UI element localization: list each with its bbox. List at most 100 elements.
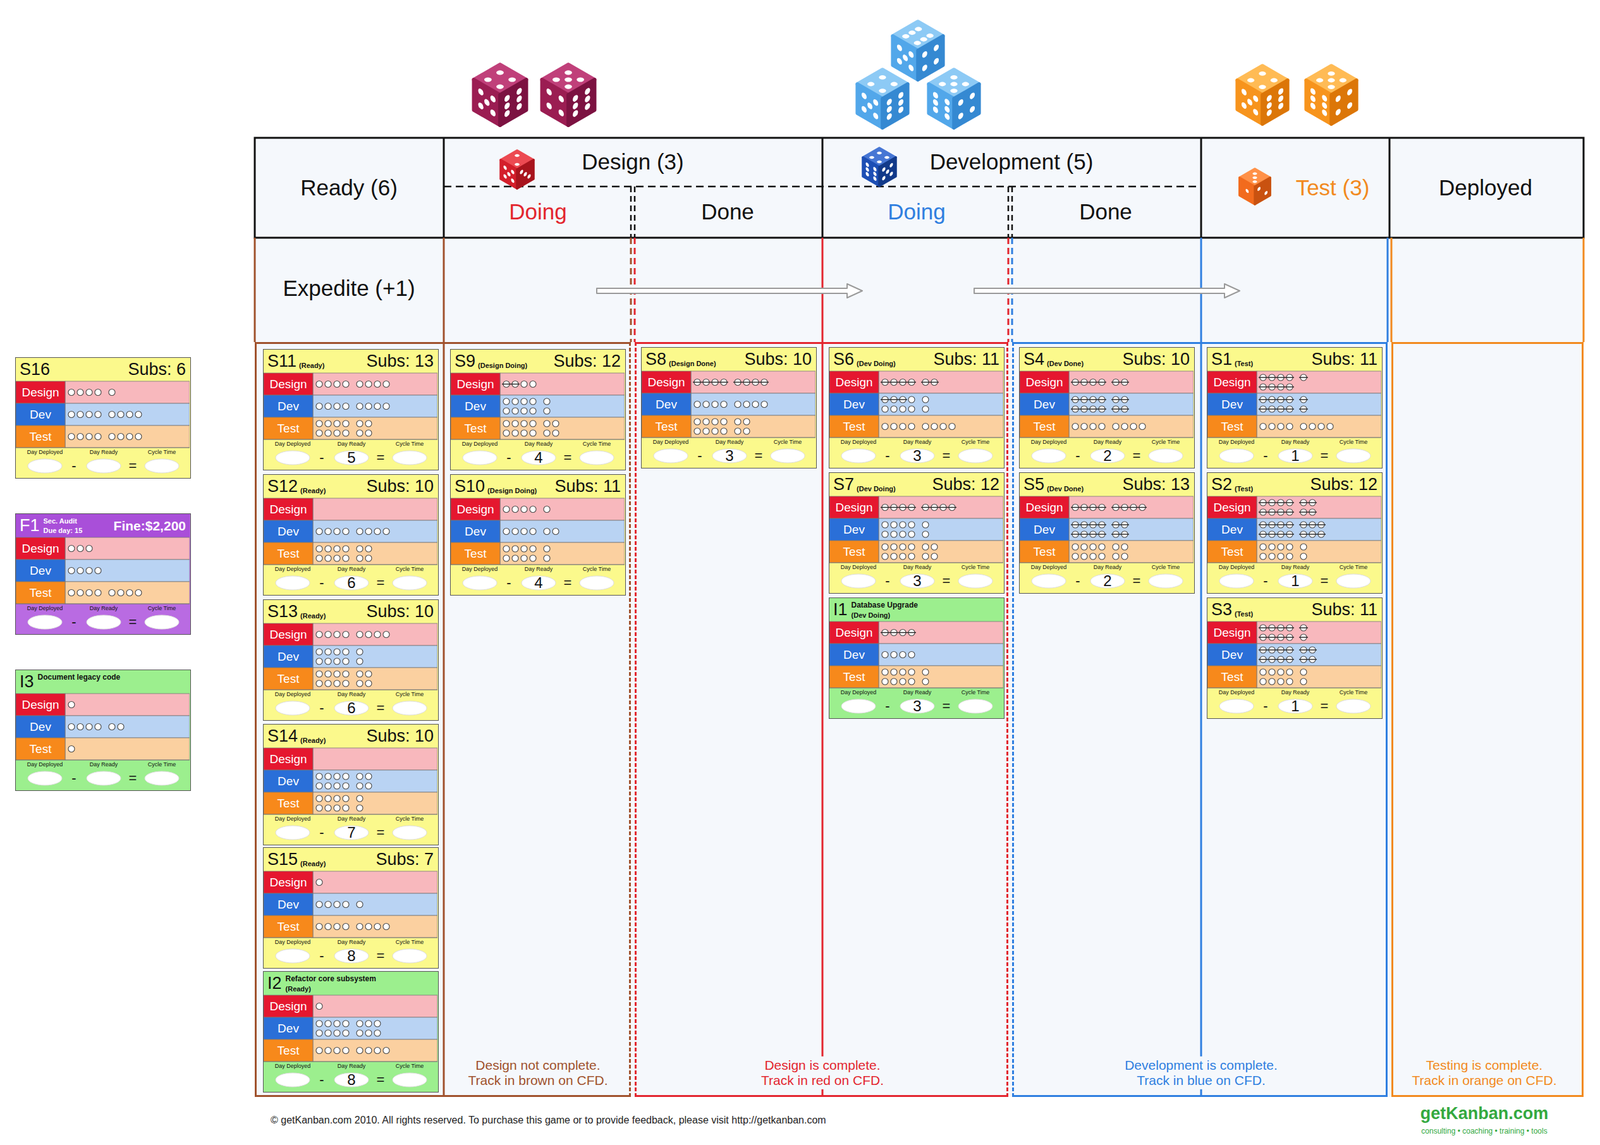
task-done-mark — [898, 381, 908, 383]
task-dot — [316, 403, 323, 410]
card-id: S15 — [267, 849, 298, 870]
task-dot — [356, 403, 363, 410]
column-divider — [443, 137, 446, 238]
task-dot — [356, 1020, 363, 1027]
die-pip — [516, 101, 522, 111]
task-dot — [1277, 423, 1284, 430]
task-dot — [711, 427, 719, 435]
task-dot — [512, 528, 519, 535]
task-dot — [333, 528, 341, 535]
task-done-mark — [1111, 506, 1121, 508]
row-label: Dev — [1033, 397, 1056, 412]
task-done-mark — [1299, 524, 1308, 525]
die-pips — [1335, 87, 1353, 117]
die-pip — [867, 101, 873, 111]
task-dot — [333, 901, 341, 908]
subcolumn-header: Done — [1010, 186, 1202, 238]
task-dot — [365, 528, 372, 535]
die-pip — [563, 83, 575, 90]
subs-count: Subs: 12 — [553, 351, 621, 372]
task-done-mark — [1285, 533, 1295, 535]
task-dot — [374, 1020, 381, 1027]
task-done-mark — [1070, 506, 1080, 508]
task-dot — [908, 531, 915, 538]
task-done-mark — [1097, 408, 1107, 410]
die-pip — [494, 83, 506, 90]
die-pips — [572, 86, 590, 118]
task-dot — [512, 506, 519, 513]
task-dot — [374, 631, 381, 638]
die-pip — [886, 97, 892, 107]
day-oval — [958, 574, 993, 588]
footer-divider — [1019, 437, 1194, 439]
task-done-mark — [1299, 511, 1308, 513]
task-dot — [503, 528, 510, 535]
task-dot — [316, 1003, 323, 1010]
task-dot — [374, 528, 381, 535]
die-pip — [898, 91, 904, 100]
die-face — [882, 84, 908, 128]
row-label: Test — [1033, 419, 1056, 434]
day-oval — [579, 450, 614, 465]
task-done-mark — [1285, 649, 1295, 650]
task-done-mark — [1079, 398, 1089, 400]
task-dot — [135, 411, 142, 418]
story-card: S6(Dev Doing)Subs: 11DesignDevTestDay De… — [828, 347, 1005, 469]
task-dot — [324, 901, 332, 908]
die-pip — [922, 49, 928, 59]
task-dot — [734, 418, 741, 425]
row-label: Design — [269, 752, 307, 767]
task-done-mark — [889, 381, 899, 383]
subs-count: Subs: 11 — [933, 349, 1000, 370]
task-done-mark — [1070, 381, 1080, 383]
field-label: Cycle Time — [395, 440, 425, 447]
task-done-mark — [733, 381, 743, 383]
task-dot — [342, 670, 349, 678]
task-done-mark — [719, 381, 729, 383]
die-pip — [865, 171, 869, 178]
card-header — [15, 357, 190, 382]
task-dot — [1072, 543, 1079, 550]
row-label: Design — [456, 502, 494, 517]
die-pips — [1241, 87, 1259, 117]
row-label: Test — [277, 1043, 300, 1058]
subs-count: Subs: 11 — [1311, 349, 1378, 370]
operator: - — [1263, 447, 1268, 464]
task-dot — [324, 1020, 332, 1027]
operator: = — [942, 447, 951, 464]
task-dot — [365, 1029, 372, 1037]
day-oval — [27, 771, 62, 786]
operator: - — [506, 449, 511, 466]
task-dot — [890, 423, 898, 430]
day-oval — [770, 448, 805, 463]
row-band — [65, 581, 190, 604]
card-header — [1019, 472, 1194, 497]
operator: = — [376, 699, 385, 716]
subs-count: Subs: 12 — [1309, 474, 1378, 495]
operator: = — [1132, 572, 1142, 589]
task-dot — [365, 782, 372, 789]
column-header: DoingDoneDesign (3) — [443, 137, 823, 238]
task-done-mark — [1070, 398, 1080, 400]
task-dot — [342, 923, 349, 930]
field-label: Day Ready — [89, 761, 119, 768]
task-dot — [702, 401, 710, 408]
task-dot — [324, 403, 332, 410]
column-title: Doing — [887, 199, 946, 225]
row-band — [500, 372, 625, 396]
task-dot — [922, 396, 929, 403]
die-pip — [883, 155, 891, 160]
task-dot — [520, 398, 528, 405]
task-done-mark — [1276, 524, 1286, 525]
row-label-box — [829, 665, 879, 688]
task-done-mark — [1299, 627, 1308, 628]
row-band — [312, 542, 438, 565]
card-title: Refactor core subsystem — [285, 974, 377, 984]
task-dot — [543, 398, 550, 405]
die-pips — [503, 164, 514, 184]
status-tag: (Ready) — [300, 486, 326, 495]
card-header — [829, 347, 1004, 372]
task-dot — [374, 403, 381, 410]
subcolumn-header: Done — [632, 186, 823, 238]
task-dot — [333, 429, 341, 437]
